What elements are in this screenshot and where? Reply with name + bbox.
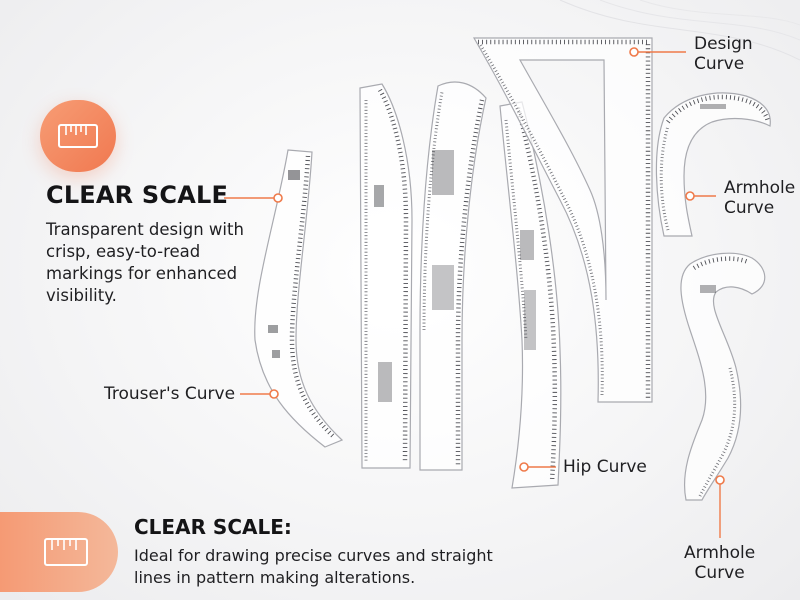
design-curve-label-line1: Design — [694, 34, 753, 54]
armhole-curve-bottom-label-line2: Curve — [694, 563, 745, 583]
clear-scale-footer-description: Ideal for drawing precise curves and str… — [134, 546, 493, 587]
armhole-curve-top-label-line1: Armhole — [724, 178, 796, 198]
ruler-icon — [58, 124, 98, 148]
clear-scale-footer-heading: CLEAR SCALE: — [134, 515, 292, 539]
trousers-curve-label: Trouser's Curve — [104, 384, 236, 404]
design-curve-label-line2: Curve — [694, 54, 745, 74]
armhole-curve-top-label-line2: Curve — [724, 198, 775, 218]
armhole-curve-top-label: Armhole Curve — [724, 178, 795, 218]
clear-scale-heading: CLEAR SCALE — [46, 181, 229, 209]
ruler-icon — [44, 538, 88, 566]
clear-scale-description: Transparent design with crisp, easy-to-r… — [46, 220, 244, 305]
hip-curve-label: Hip Curve — [563, 457, 647, 477]
armhole-curve-bottom-label: Armhole Curve — [684, 543, 755, 583]
armhole-curve-bottom-ruler — [680, 252, 766, 501]
armhole-curve-bottom-label-line1: Armhole — [684, 543, 756, 563]
callout-leaders — [224, 47, 725, 538]
hip-curve-ruler — [499, 101, 562, 489]
clear-scale-footer-badge — [0, 512, 118, 592]
design-curve-ruler — [472, 37, 653, 403]
design-curve-label: Design Curve — [694, 34, 753, 74]
jacket-curve-ruler — [359, 83, 413, 469]
armhole-curve-top-ruler — [655, 92, 771, 237]
clear-scale-badge — [40, 100, 116, 172]
skirt-curve-ruler — [419, 81, 487, 471]
trousers-curve-ruler — [254, 149, 344, 448]
